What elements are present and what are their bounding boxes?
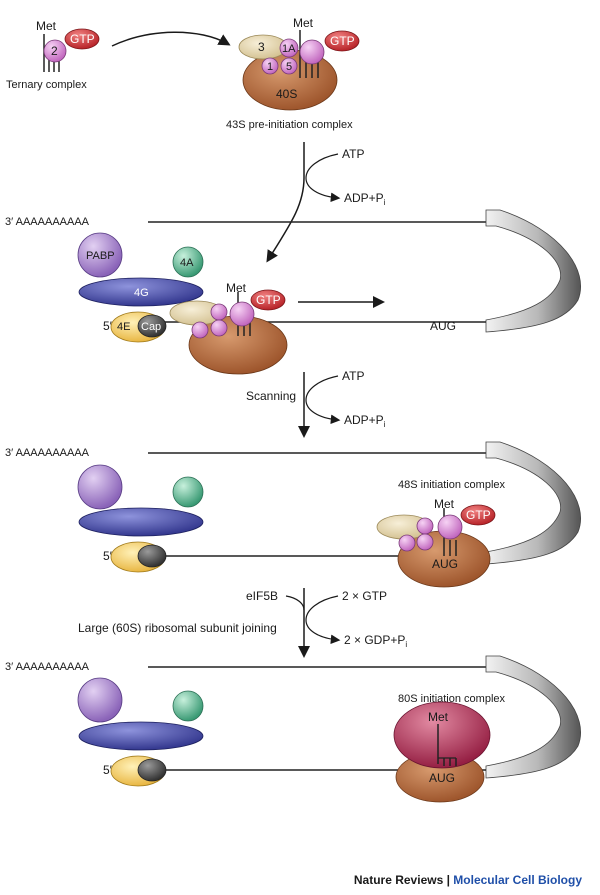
gtp-blob xyxy=(460,504,496,526)
gtp-label: GTP xyxy=(330,34,355,48)
eif4g-factor xyxy=(78,277,204,307)
five-prime-label: 5′ xyxy=(103,319,113,333)
met-label: Met xyxy=(226,281,247,295)
cap-structure xyxy=(137,758,167,782)
credit-separator: | xyxy=(446,873,450,887)
five-prime-label: 5′ xyxy=(103,763,113,777)
scanning-label: Scanning xyxy=(246,389,296,403)
eif2-factor xyxy=(43,39,67,63)
gtp-count-label: 2 × GTP xyxy=(342,589,387,603)
eif5-factor xyxy=(280,57,298,75)
atp-hydrolysis-arrow xyxy=(305,153,341,203)
eif1-factor xyxy=(398,534,416,552)
eif2-factor xyxy=(299,39,325,65)
adp-label: ADP+Pi xyxy=(344,191,386,207)
preinit-43s-complex: Met 3 1A 1 5 GTP 40S 43S pre-initiation … xyxy=(226,16,360,131)
eif1a-factor xyxy=(279,38,299,58)
mrna-loop xyxy=(485,655,581,779)
pabp-protein xyxy=(77,232,123,278)
ternary-complex-caption: Ternary complex xyxy=(6,79,87,91)
48s-caption: 48S initiation complex xyxy=(398,479,506,491)
journal-name: Nature Reviews xyxy=(353,873,444,887)
eif4a-factor xyxy=(172,476,204,508)
80s-panel: 3′ AAAAAAAAAA 5′ 80S initiation complex … xyxy=(5,655,581,803)
scanning-step: Scanning ATP ADP+Pi xyxy=(246,369,386,438)
80s-caption: 80S initiation complex xyxy=(398,693,506,705)
eif1a-factor xyxy=(210,303,228,321)
binding-arrow xyxy=(111,31,231,47)
preinit-43s-caption: 43S pre-initiation complex xyxy=(226,119,353,131)
eif4g-factor xyxy=(78,721,204,751)
aug-codon-label: AUG xyxy=(432,557,458,571)
eif4g-label: 4G xyxy=(134,287,149,299)
gtp-blob xyxy=(64,28,100,50)
eif5b-entry-curve xyxy=(285,595,305,611)
gtp-blob xyxy=(324,30,360,52)
eif2-factor xyxy=(437,514,463,540)
eif1a-label: 1A xyxy=(282,43,296,55)
eif5-label: 5 xyxy=(286,61,292,73)
ribosome-60s xyxy=(393,701,491,769)
atp-step-1: ATP ADP+Pi xyxy=(266,142,386,263)
aug-codon-label: AUG xyxy=(429,771,455,785)
eif3-label: 3 xyxy=(258,40,265,54)
cap-structure xyxy=(137,544,167,568)
eif4a-factor xyxy=(172,246,204,278)
met-label: Met xyxy=(36,19,57,33)
polya-tail-label: 3′ AAAAAAAAAA xyxy=(5,661,90,673)
cap-label: Cap xyxy=(141,321,161,333)
pabp-protein xyxy=(77,464,123,510)
aug-codon-label: AUG xyxy=(430,319,456,333)
subunit-joining-label: Large (60S) ribosomal subunit joining xyxy=(78,621,277,635)
gtp-hydrolysis-arrow xyxy=(305,595,341,645)
gdp-label: 2 × GDP+Pi xyxy=(344,633,407,649)
gtp-label: GTP xyxy=(466,508,491,522)
eif4e-label: 4E xyxy=(117,321,130,333)
eif4g-factor xyxy=(78,507,204,537)
pabp-label: PABP xyxy=(86,250,115,262)
scanning-panel: 3′ AAAAAAAAAA AUG PABP 4A 4G 4E Cap 5′ M… xyxy=(5,209,581,375)
eif4a-label: 4A xyxy=(180,257,194,269)
48s-panel: 3′ AAAAAAAAAA 5′ 48S initiation complex … xyxy=(5,441,581,588)
gtp-blob xyxy=(250,289,286,311)
eif1-factor xyxy=(191,321,209,339)
eif5-factor xyxy=(210,319,228,337)
eif1a-factor xyxy=(416,517,434,535)
met-label: Met xyxy=(293,16,314,30)
eif5-factor xyxy=(416,533,434,551)
subunit-joining-step: eIF5B Large (60S) ribosomal subunit join… xyxy=(78,588,407,658)
atp-hydrolysis-arrow xyxy=(305,375,341,425)
gtp-label: GTP xyxy=(70,32,95,46)
five-prime-label: 5′ xyxy=(103,549,113,563)
eif1-label: 1 xyxy=(267,61,273,73)
ternary-complex: Met 2 GTP Ternary complex xyxy=(6,19,100,91)
ribosome-40s-label: 40S xyxy=(276,87,297,101)
journal-credit: Nature Reviews | Molecular Cell Biology xyxy=(354,873,582,887)
gtp-label: GTP xyxy=(256,293,281,307)
met-label: Met xyxy=(434,497,455,511)
mrna-loop xyxy=(485,209,581,333)
step-arrow xyxy=(266,142,305,263)
eif1-factor xyxy=(261,57,279,75)
eif2-factor xyxy=(229,301,255,327)
factor-2-label: 2 xyxy=(51,44,58,58)
mrna-loop xyxy=(485,441,581,565)
polya-tail-label: 3′ AAAAAAAAAA xyxy=(5,447,90,459)
polya-tail-label: 3′ AAAAAAAAAA xyxy=(5,216,90,228)
met-label: Met xyxy=(428,710,449,724)
cap-structure xyxy=(137,314,167,338)
atp-label: ATP xyxy=(342,147,364,161)
eif5b-label: eIF5B xyxy=(246,589,278,603)
pabp-protein xyxy=(77,677,123,723)
adp-label: ADP+Pi xyxy=(344,413,386,429)
eif4a-factor xyxy=(172,690,204,722)
atp-label: ATP xyxy=(342,369,364,383)
journal-section: Molecular Cell Biology xyxy=(453,873,582,887)
